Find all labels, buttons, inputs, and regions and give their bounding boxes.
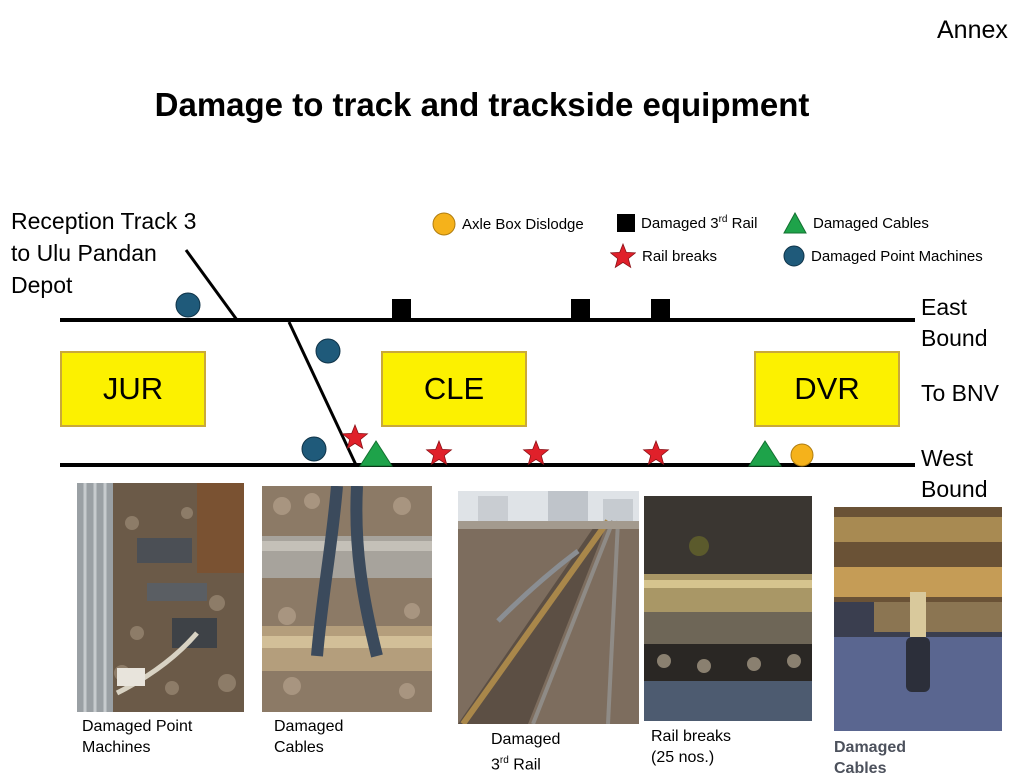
photo-damaged-cables: [262, 486, 432, 712]
axle-box-marker: [790, 443, 814, 467]
caption-point-machines: Damaged Point Machines: [82, 718, 193, 756]
rail-break-marker: [425, 439, 453, 466]
caption-cables-axle: Damaged Cables: [834, 739, 907, 777]
caption-cables: Damaged Cables: [274, 718, 344, 756]
photo-damaged-third-rail: [458, 491, 639, 724]
third-rail-marker: [651, 299, 670, 318]
reception-track-3: [184, 249, 239, 321]
third-rail-marker: [392, 299, 411, 318]
annex-label: Annex: [937, 16, 1008, 44]
legend-cables: Damaged Cables: [783, 212, 929, 234]
page-title: Damage to track and trackside equipment: [154, 86, 810, 123]
station-cle: CLE: [381, 351, 527, 427]
station-jur: JUR: [60, 351, 206, 427]
cable-damage-marker: [359, 440, 393, 467]
east-bound-label: East Bound: [921, 294, 988, 351]
photo-damaged-point-machines: [77, 483, 244, 712]
legend-axle-box: Axle Box Dislodge: [432, 212, 584, 236]
caption-third-rail: Damaged 3rd Rail: [491, 731, 561, 774]
to-bnv-label: To BNV: [921, 380, 999, 406]
point-machine-marker: [315, 338, 341, 364]
third-rail-marker: [571, 299, 590, 318]
legend-rail-breaks-label: Rail breaks: [642, 247, 718, 265]
legend-rail-breaks: Rail breaks: [610, 243, 717, 269]
photo-rail-breaks: [644, 496, 812, 721]
caption-rail-breaks: Rail breaks (25 nos.): [651, 728, 732, 766]
third-rail-icon: [617, 214, 635, 232]
point-machine-marker: [175, 292, 201, 318]
point-machine-marker: [301, 436, 327, 462]
cables-icon: [783, 212, 807, 234]
cable-damage-marker: [748, 440, 782, 467]
legend-point-machines-label: Damaged Point Machines: [811, 247, 983, 265]
reception-line-2: to Ulu Pandan: [11, 240, 157, 266]
rail-break-marker: [522, 439, 550, 466]
crossover-track: [287, 321, 358, 466]
station-dvr: DVR: [754, 351, 900, 427]
legend-cables-label: Damaged Cables: [813, 214, 929, 232]
legend-third-rail: Damaged 3rd Rail: [617, 214, 757, 232]
rail-break-marker: [642, 439, 670, 466]
axle-box-icon: [432, 212, 456, 236]
reception-track-label: Reception Track 3 to Ulu Pandan Depot: [11, 205, 196, 301]
track-diagram: [60, 249, 915, 467]
reception-line-3: Depot: [11, 272, 73, 298]
point-machine-icon: [783, 245, 805, 267]
west-bound-label: West Bound: [921, 445, 988, 502]
legend-third-rail-label: Damaged 3rd Rail: [641, 214, 758, 232]
photo-cables-axle: [834, 507, 1002, 731]
legend-point-machines: Damaged Point Machines: [783, 245, 983, 267]
rail-break-marker: [341, 423, 369, 450]
legend-axle-box-label: Axle Box Dislodge: [462, 215, 584, 233]
reception-line-1: Reception Track 3: [11, 208, 197, 234]
rail-break-icon: [610, 243, 636, 269]
